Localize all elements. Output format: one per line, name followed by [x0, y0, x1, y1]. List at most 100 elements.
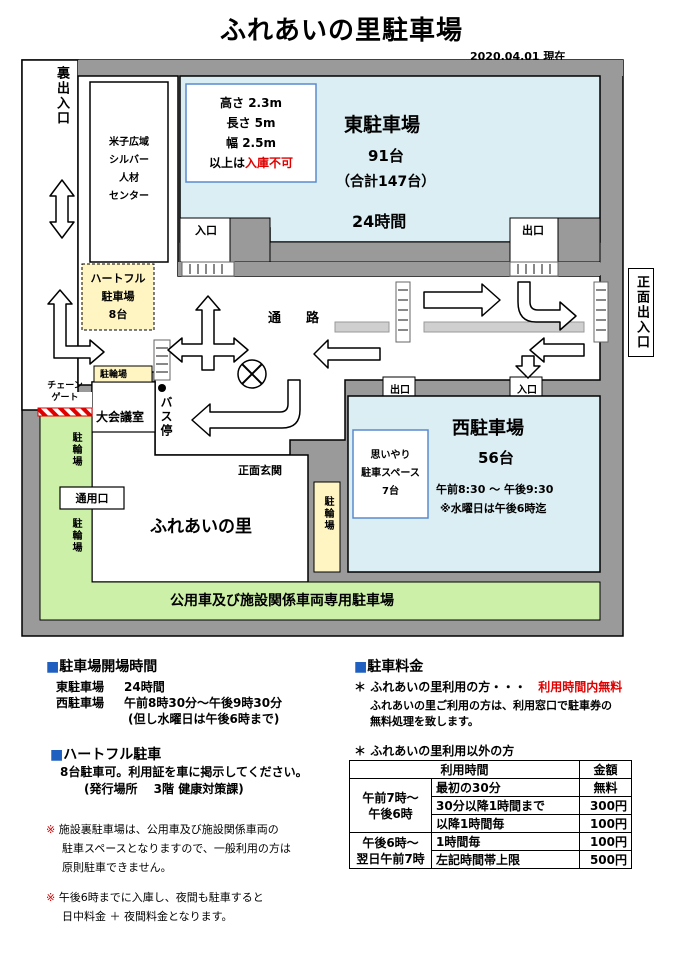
omoiyari-label: 思いやり 駐車スペース 7台	[353, 444, 428, 504]
silver-center-line: センター	[109, 191, 149, 202]
fee-user-line: ＊ ふれあいの里利用の方・・・ 利用時間内無料	[354, 678, 622, 695]
table-header-time: 利用時間	[349, 760, 580, 779]
chain-gate-line: ゲート	[51, 393, 79, 403]
no-entry-line: 以上は入庫不可	[209, 153, 293, 173]
fee-amount: 100円	[579, 832, 632, 851]
height-limit-box	[185, 83, 317, 183]
table-row: 午後6時～ 翌日午前7時 1時間毎 100円	[349, 832, 632, 869]
traffic-arrows	[47, 179, 585, 437]
service-entrance-label: 通用口	[75, 492, 109, 505]
front-entrance-label: 正面出入口	[628, 268, 654, 357]
star-mark: ＊	[354, 680, 367, 694]
fee-other-text: ふれあいの里利用以外の方	[370, 744, 515, 758]
fee-desc: 最初の30分	[431, 778, 580, 797]
crosswalks	[153, 261, 609, 381]
bike-parking-right-label: 駐輪場	[322, 496, 333, 532]
east-hours-value: 24時間	[124, 680, 165, 694]
silver-center-line: シルバー	[109, 155, 149, 166]
back-entrance-label: 裏出入口	[54, 66, 69, 126]
table-header-row: 利用時間 金額	[349, 760, 632, 779]
fee-amount: 500円	[579, 850, 632, 869]
west-lot-note: ※水曜日は午後6時迄	[440, 502, 547, 515]
east-lot-total: （合計147台）	[336, 174, 436, 190]
west-hours-value: 午前8時30分～午後9時30分	[124, 696, 283, 710]
silver-center	[89, 81, 169, 263]
west-exit-label: 出口	[390, 385, 410, 396]
note-mark: ※	[46, 891, 56, 904]
fee-title: 駐車料金	[367, 659, 424, 675]
fee-desc: 以降1時間毎	[431, 814, 580, 833]
bike-parking-left-1: 駐輪場	[70, 432, 81, 468]
east-hours-label: 東駐車場	[56, 680, 105, 694]
omoiyari-box	[352, 429, 429, 519]
square-bullet-icon: ■	[50, 747, 64, 763]
heartful-line: 8台	[108, 308, 128, 321]
parking-map	[21, 59, 624, 637]
heartful-line: ハートフル	[90, 272, 146, 285]
west-hours-note: (但し水曜日は午後6時まで)	[128, 712, 280, 726]
heartful-line1: 8台駐車可。利用証を車に掲示してください。	[60, 765, 308, 779]
silver-center-line: 米子広域	[109, 137, 149, 148]
bike-parking-top	[93, 365, 153, 383]
no-entry-prefix: 以上は	[208, 156, 245, 170]
chain-gate-line: チェーン	[47, 381, 83, 391]
heartful-line2: (発行場所 3階 健康対策課)	[84, 782, 244, 796]
omoiyari-line: 7台	[382, 486, 399, 497]
note-mark: ※	[46, 823, 56, 836]
omoiyari-line: 駐車スペース	[361, 468, 420, 479]
silver-center-label: 米子広域 シルバー 人材 センター	[90, 120, 168, 220]
fee-user-text: ふれあいの里利用の方・・・	[370, 680, 527, 694]
note-1: ※ 施設裏駐車場は、公用車及び施設関係車両の 駐車スペースとなりますので、一般利…	[46, 820, 291, 877]
day-period-cell: 午前7時～ 午後6時	[349, 778, 432, 833]
limit-length: 長さ 5m	[226, 116, 276, 130]
fee-table: 利用時間 金額 午前7時～ 午後6時 最初の30分 無料 30分以降1時間まで …	[349, 760, 632, 869]
facility-label: ふれあいの里	[150, 517, 252, 537]
roundabout-icon	[237, 359, 267, 389]
chain-gate-label: チェーン ゲート	[38, 380, 92, 404]
east-exit-label: 出口	[522, 224, 544, 237]
fee-other-line: ＊ ふれあいの里利用以外の方	[354, 742, 514, 759]
east-entrance-label: 入口	[195, 224, 217, 237]
heartful-label: ハートフル 駐車場 8台	[82, 268, 154, 326]
open-hours-heading: ■駐車場開場時間	[46, 656, 157, 676]
east-lot-hours: 24時間	[352, 212, 407, 231]
meeting-room-label: 大会議室	[96, 410, 145, 424]
note2-line: 午後6時までに入庫し、夜間も駐車すると	[58, 891, 264, 904]
west-hours-label: 西駐車場	[56, 696, 105, 710]
note-2: ※ 午後6時までに入庫し、夜間も駐車すると 日中料金 ＋ 夜間料金となります。	[46, 888, 264, 926]
east-lot-count: 91台	[368, 147, 404, 165]
fee-desc: 30分以降1時間まで	[431, 796, 580, 815]
official-lot-label: 公用車及び施設関係車両専用駐車場	[170, 593, 394, 609]
day-label-line: 午前7時～	[362, 790, 419, 805]
table-header-fee: 金額	[579, 760, 632, 779]
fee-amount: 300円	[579, 796, 632, 815]
table-row: 以降1時間毎 100円	[350, 814, 632, 833]
night-period-cell: 午後6時～ 翌日午前7時	[349, 832, 432, 869]
heartful-lot	[81, 263, 155, 331]
note1-line: 施設裏駐車場は、公用車及び施設関係車両の	[58, 823, 279, 836]
heartful-title: ハートフル駐車	[63, 747, 162, 763]
fee-amount: 100円	[579, 814, 632, 833]
service-entrance-box	[59, 486, 125, 510]
night-label-line: 午後6時～	[362, 835, 419, 850]
page-title: ふれあいの里駐車場	[219, 16, 463, 46]
square-bullet-icon: ■	[46, 659, 60, 675]
square-bullet-icon: ■	[354, 659, 368, 675]
no-entry-warning: 入庫不可	[245, 156, 294, 170]
east-lot-name: 東駐車場	[344, 114, 421, 136]
table-row: 左記時間帯上限 500円	[350, 850, 632, 869]
fee-user-free: 利用時間内無料	[538, 680, 623, 694]
star-mark: ＊	[354, 744, 367, 758]
omoiyari-line: 思いやり	[370, 450, 411, 461]
bike-parking-left-2: 駐輪場	[70, 518, 81, 554]
heartful-line: 駐車場	[101, 290, 135, 303]
fee-amount: 無料	[579, 778, 632, 797]
front-hall-label: 正面玄関	[238, 464, 282, 477]
bus-stop-dot	[158, 384, 166, 392]
open-hours-title: 駐車場開場時間	[59, 659, 158, 675]
note1-line: 駐車スペースとなりますので、一般利用の方は	[62, 842, 291, 855]
night-label-line: 翌日午前7時	[356, 851, 425, 866]
fee-user-desc1: ふれあいの里ご利用の方は、利用窓口で駐車券の	[370, 699, 612, 712]
fee-desc: 1時間毎	[431, 832, 580, 851]
table-row: 午前7時～ 午後6時 最初の30分 無料	[349, 778, 632, 833]
